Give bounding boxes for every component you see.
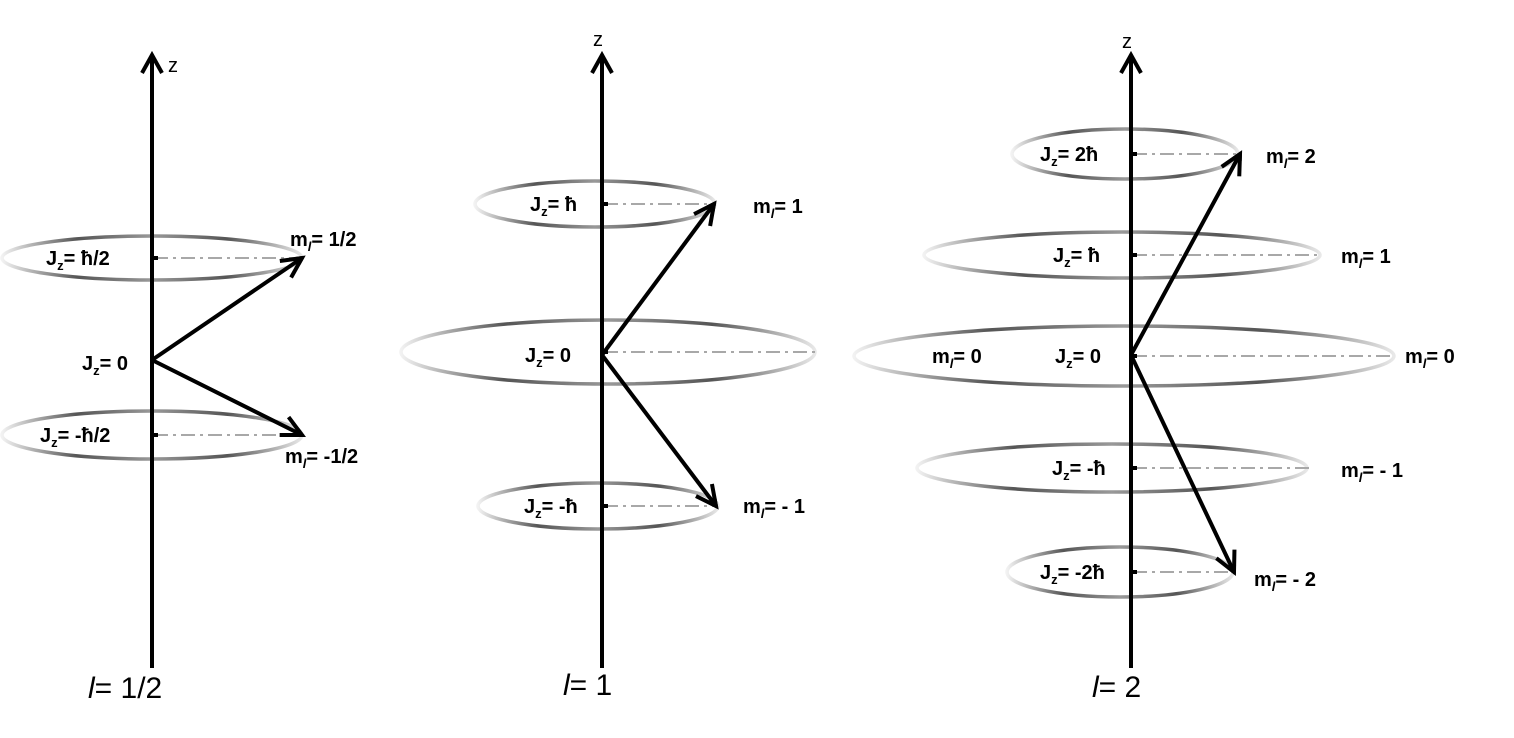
jz-label: Jz= ħ/2 bbox=[46, 248, 110, 273]
precession-ring bbox=[852, 324, 1396, 388]
vector-arrowhead bbox=[1220, 150, 1243, 177]
jz-label: Jz= 2ħ bbox=[1040, 144, 1098, 169]
panel-caption: l= 2 bbox=[1092, 671, 1141, 704]
z-axis-arrowhead bbox=[1119, 50, 1143, 74]
z-axis-label: z bbox=[593, 29, 603, 51]
jz-label: Jz= 0 bbox=[525, 345, 571, 370]
ml-label: ml= - 1 bbox=[743, 496, 805, 521]
panel-1: zJz= ħ/2 ml= 1/2Jz= 0 Jz= -ħ/2 ml= -1/2 l= 1… bbox=[0, 50, 358, 705]
jz-label: Jz= ħ bbox=[530, 194, 577, 219]
jz-label: Jz= -2ħ bbox=[1040, 562, 1105, 587]
ml-label: ml= - 1 bbox=[1341, 460, 1403, 485]
angular-momentum-vector bbox=[600, 204, 714, 357]
ml-label: ml= 2 bbox=[1266, 146, 1316, 171]
ml-label-left: ml= 0 bbox=[932, 346, 982, 371]
z-axis-label: z bbox=[168, 55, 178, 77]
ml-label: ml= 1 bbox=[1341, 246, 1391, 271]
z-axis-arrowhead bbox=[590, 50, 614, 74]
panels-layer: zJz= ħ/2 ml= 1/2Jz= 0 Jz= -ħ/2 ml= -1/2 l= 1… bbox=[0, 29, 1455, 705]
jz-label: Jz= 0 bbox=[1055, 346, 1101, 371]
jz-label: Jz= -ħ/2 bbox=[40, 425, 110, 450]
precession-ring bbox=[922, 230, 1322, 280]
z-axis-arrowhead bbox=[140, 50, 164, 74]
angular-momentum-vector bbox=[151, 358, 302, 435]
panel-3: zJz= 2ħ ml= 2 Jz= ħ ml= 1 Jz= 0 ml= 0 ml= 0 Jz=… bbox=[852, 31, 1455, 704]
vector-arrowhead bbox=[279, 255, 306, 279]
jz-label: Jz= -ħ bbox=[524, 496, 578, 521]
panel-caption: l= 1/2 bbox=[88, 672, 162, 705]
angular-momentum-vector bbox=[600, 353, 716, 506]
ml-label: ml= -1/2 bbox=[285, 446, 358, 471]
vector-arrowhead bbox=[1215, 549, 1237, 577]
precession-ring bbox=[476, 481, 720, 531]
angular-momentum-vector bbox=[1129, 354, 1234, 572]
jz-label: Jz= ħ bbox=[1053, 245, 1100, 270]
vector-arrowhead bbox=[693, 200, 717, 227]
panel-caption: l= 1 bbox=[563, 669, 612, 702]
jz-label: Jz= 0 bbox=[82, 353, 128, 378]
angular-momentum-vector bbox=[150, 258, 302, 362]
ml-label: ml= 0 bbox=[1405, 346, 1455, 371]
ml-label: ml= 1 bbox=[753, 196, 803, 221]
vector-arrowhead bbox=[279, 415, 306, 437]
angular-momentum-vector bbox=[1129, 154, 1240, 356]
ml-label: ml= - 2 bbox=[1254, 569, 1316, 594]
jz-label: Jz= -ħ bbox=[1052, 458, 1106, 483]
ml-label: ml= 1/2 bbox=[290, 229, 356, 254]
z-axis-label: z bbox=[1122, 31, 1132, 53]
vector-arrowhead bbox=[695, 483, 719, 510]
panel-2: zJz= ħ ml= 1 Jz= 0 Jz= -ħ ml= - 1 l= 1 bbox=[399, 29, 817, 702]
